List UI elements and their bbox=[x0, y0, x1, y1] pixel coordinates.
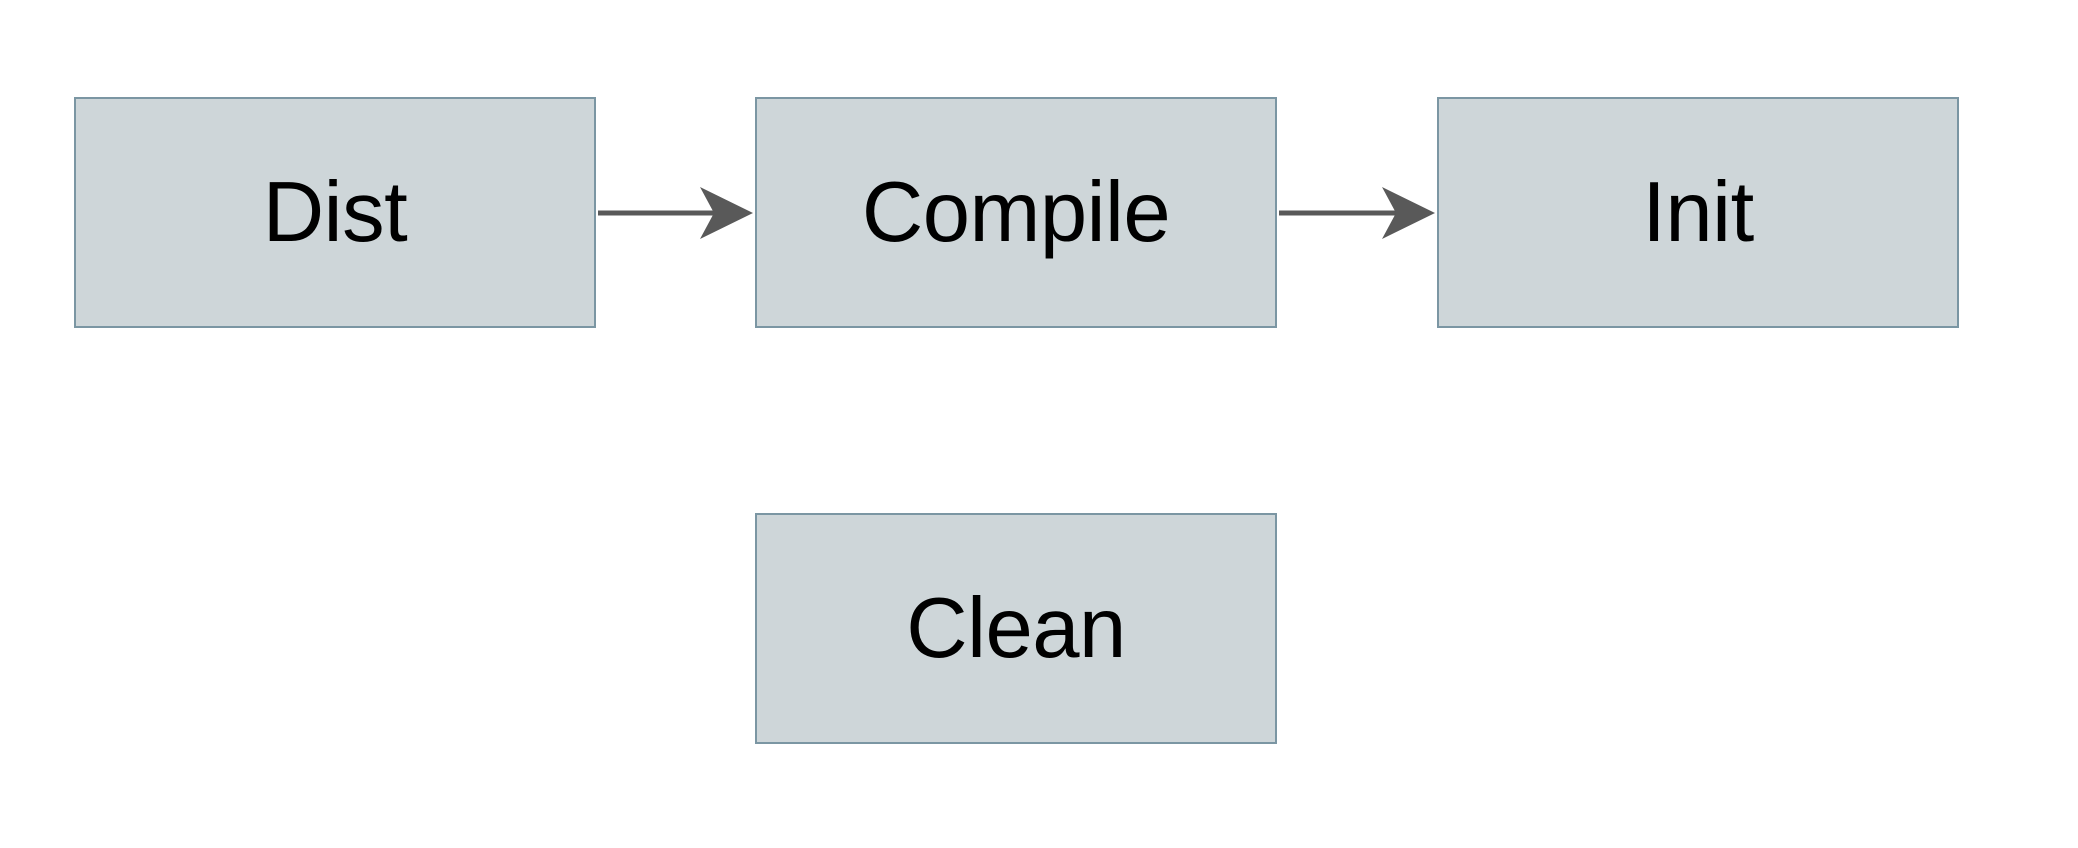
node-label-clean: Clean bbox=[906, 581, 1126, 676]
node-init[interactable]: Init bbox=[1437, 97, 1959, 328]
node-dist[interactable]: Dist bbox=[74, 97, 596, 328]
arrowhead-dist-to-compile bbox=[700, 187, 753, 239]
node-label-compile: Compile bbox=[861, 165, 1171, 260]
node-clean[interactable]: Clean bbox=[755, 513, 1277, 744]
edge-dist-to-compile[interactable] bbox=[598, 187, 753, 239]
node-compile[interactable]: Compile bbox=[755, 97, 1277, 328]
node-label-dist: Dist bbox=[262, 165, 408, 260]
arrowhead-compile-to-init bbox=[1382, 187, 1435, 239]
edge-compile-to-init[interactable] bbox=[1279, 187, 1435, 239]
node-label-init: Init bbox=[1642, 165, 1754, 260]
